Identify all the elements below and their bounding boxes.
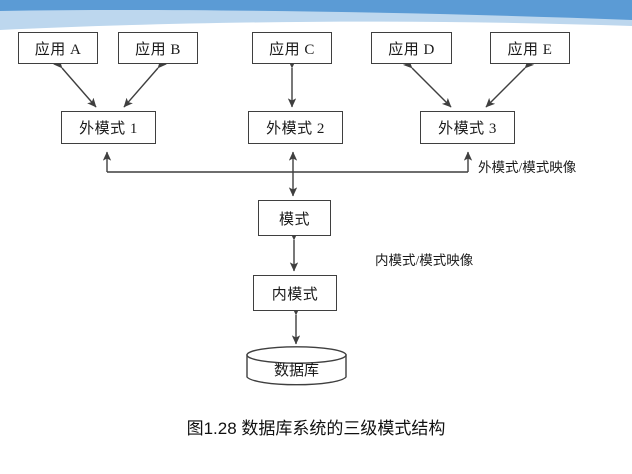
app-box-c[interactable]: 应用 C bbox=[252, 32, 332, 64]
external-schema-mapping-label: 外模式/模式映像 bbox=[478, 160, 577, 175]
external-schema-2-label: 外模式 2 bbox=[266, 121, 325, 137]
app-box-e[interactable]: 应用 E bbox=[490, 32, 570, 64]
external-schema-box-1[interactable]: 外模式 1 bbox=[61, 111, 156, 144]
internal-schema-box[interactable]: 内模式 bbox=[253, 275, 337, 311]
decorative-wave-banner bbox=[0, 0, 632, 30]
database-cylinder-shape bbox=[246, 346, 347, 386]
external-schema-box-2[interactable]: 外模式 2 bbox=[248, 111, 343, 144]
internal-schema-box-label: 内模式 bbox=[271, 286, 319, 303]
schema-box[interactable]: 模式 bbox=[258, 200, 331, 236]
app-box-a-label: 应用 A bbox=[34, 41, 82, 58]
figure-caption: 图1.28 数据库系统的三级模式结构 bbox=[186, 419, 446, 438]
app-box-c-label: 应用 C bbox=[269, 41, 315, 58]
app-box-d[interactable]: 应用 D bbox=[371, 32, 452, 64]
app-box-a[interactable]: 应用 A bbox=[18, 32, 98, 64]
external-schema-1-label: 外模式 1 bbox=[79, 121, 138, 137]
external-schema-3-label: 外模式 3 bbox=[438, 121, 497, 137]
arrow-app-d-to-ext3 bbox=[402, 58, 452, 108]
external-schema-box-3[interactable]: 外模式 3 bbox=[420, 111, 515, 144]
wave-dark-shape bbox=[0, 0, 632, 20]
app-box-b[interactable]: 应用 B bbox=[118, 32, 198, 64]
schema-box-label: 模式 bbox=[278, 211, 310, 228]
database-cylinder-label: 数据库 bbox=[273, 362, 319, 379]
arrow-app-e-to-ext3 bbox=[485, 58, 535, 108]
app-box-d-label: 应用 D bbox=[388, 41, 435, 58]
arrow-app-b-to-ext1 bbox=[123, 58, 167, 108]
database-cylinder[interactable]: 数据库 bbox=[246, 346, 347, 386]
internal-schema-mapping-label: 内模式/模式映像 bbox=[375, 253, 474, 268]
arrow-app-a-to-ext1 bbox=[53, 58, 97, 108]
app-box-e-label: 应用 E bbox=[507, 41, 553, 58]
app-box-b-label: 应用 B bbox=[135, 41, 181, 58]
